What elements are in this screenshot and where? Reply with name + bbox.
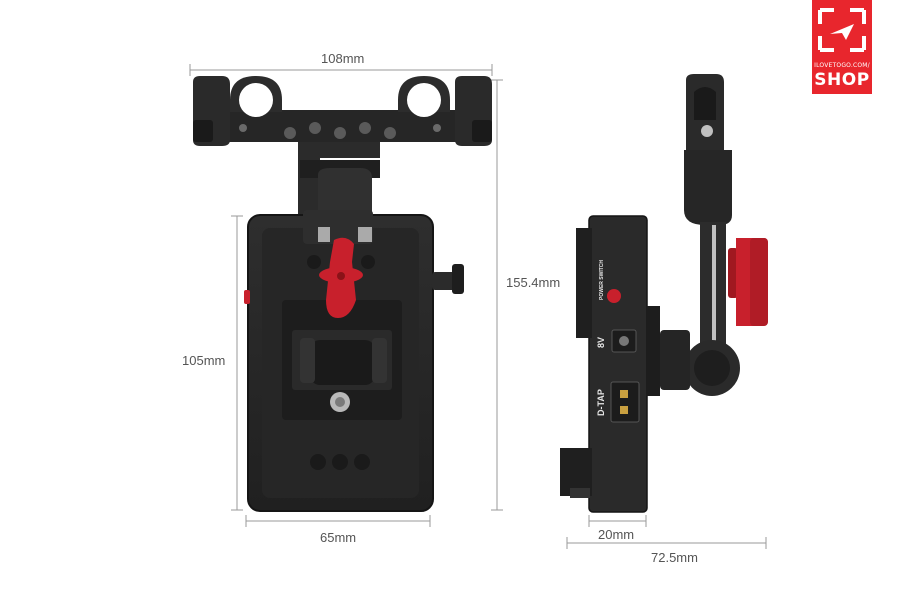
power-switch-label: POWER SWITCH	[599, 260, 605, 300]
port-dtap-label: D-TAP	[596, 389, 606, 416]
dim-width-top: 108mm	[321, 51, 365, 66]
dim-plate-height: 105mm	[182, 353, 226, 368]
dim-side-total: 72.5mm	[651, 550, 698, 565]
front-view	[193, 76, 492, 512]
side-view: POWER SWITCH 8V D-TAP	[560, 74, 768, 513]
port-8v-label: 8V	[596, 337, 606, 348]
dim-height-total: 155.4mm	[506, 275, 561, 290]
logo-small-text: ILOVETOGO.COM/	[814, 62, 870, 69]
logo-big-text: SHOP	[814, 70, 870, 90]
dimension-lines	[189, 64, 767, 549]
dim-side-depth: 20mm	[598, 527, 635, 542]
shop-logo[interactable]: ILOVETOGO.COM/ SHOP	[812, 0, 872, 94]
dim-plate-width: 65mm	[320, 530, 357, 545]
logo-frame-icon	[818, 8, 866, 52]
